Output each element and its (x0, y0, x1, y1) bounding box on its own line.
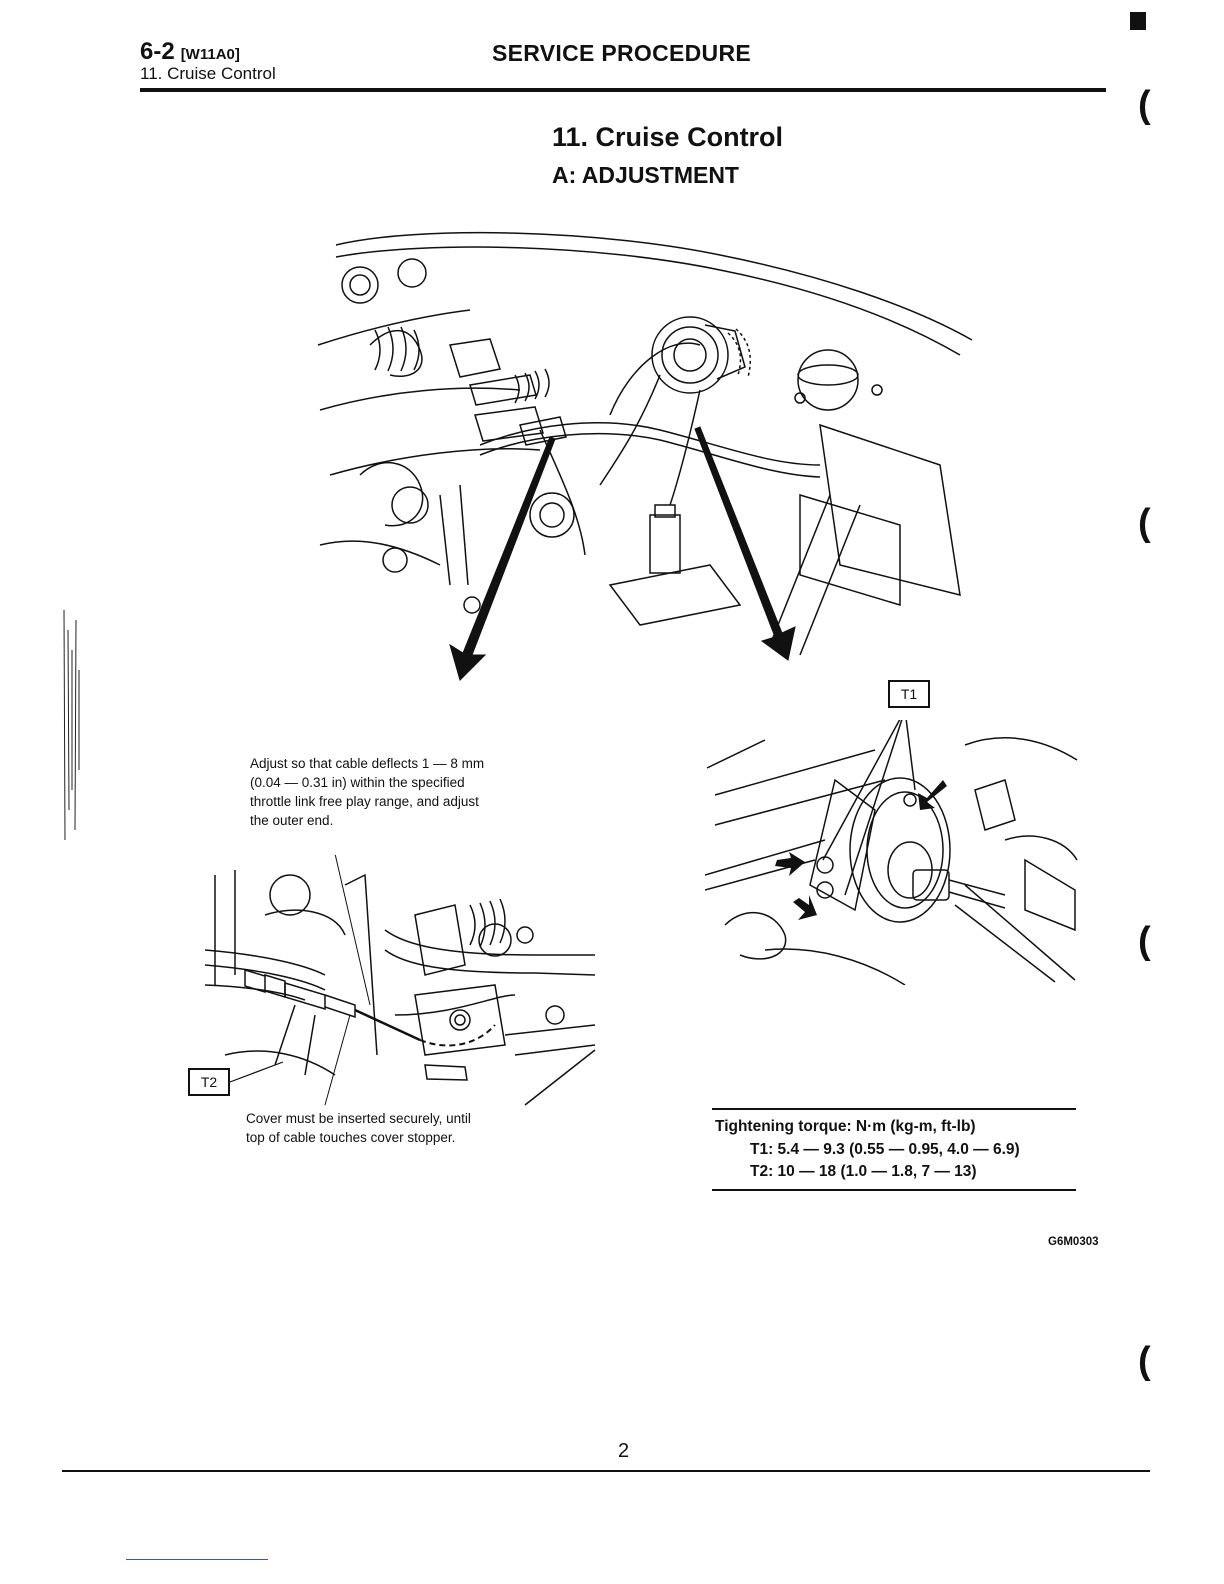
page-number: 2 (618, 1440, 630, 1462)
binder-hole-mark: ( (1138, 920, 1151, 962)
ref-code: [W11A0] (180, 46, 240, 63)
torque-t1: T1: 5.4 — 9.3 (0.55 — 0.95, 4.0 — 6.9) (750, 1141, 1020, 1158)
cover-note: Cover must be inserted securely, until t… (246, 1111, 471, 1145)
torque-t2: T2: 10 — 18 (1.0 — 1.8, 7 — 13) (750, 1163, 977, 1180)
binder-hole-mark: ( (1138, 1340, 1151, 1382)
bottom-link-underline (126, 1559, 268, 1560)
header-rule (140, 88, 1106, 92)
t2-label: T2 (188, 1068, 230, 1096)
binder-hole-mark: ( (1138, 502, 1151, 544)
throttle-cable-detail-illustration (205, 855, 596, 1106)
t2-leader-line (229, 1061, 284, 1083)
scan-edge-artifact (63, 610, 80, 840)
section-subtitle: A: ADJUSTMENT (552, 162, 739, 188)
footer-rule (62, 1470, 1150, 1472)
page-code-number: 6-2 (140, 38, 175, 65)
t1-label: T1 (888, 680, 930, 708)
torque-title: Tightening torque: N·m (kg-m, ft-lb) (715, 1118, 976, 1135)
subsection-label: 11. Cruise Control (140, 64, 276, 83)
section-title: 11. Cruise Control (552, 122, 784, 152)
torque-top-rule (712, 1108, 1076, 1110)
adjust-note: Adjust so that cable deflects 1 — 8 mm (… (250, 756, 485, 828)
torque-spec: Tightening torque: N·m (kg-m, ft-lb) T1:… (712, 1108, 1076, 1191)
actuator-detail-illustration (705, 720, 1078, 985)
engine-bay-illustration (317, 231, 973, 681)
binder-hole-mark: ( (1138, 84, 1151, 126)
figure-code: G6M0303 (1048, 1236, 1099, 1248)
page-header-title: SERVICE PROCEDURE (492, 40, 752, 66)
page-code: 6-2 [W11A0] (140, 38, 240, 66)
scan-corner-mark (1130, 12, 1146, 30)
torque-bottom-rule (712, 1189, 1076, 1191)
